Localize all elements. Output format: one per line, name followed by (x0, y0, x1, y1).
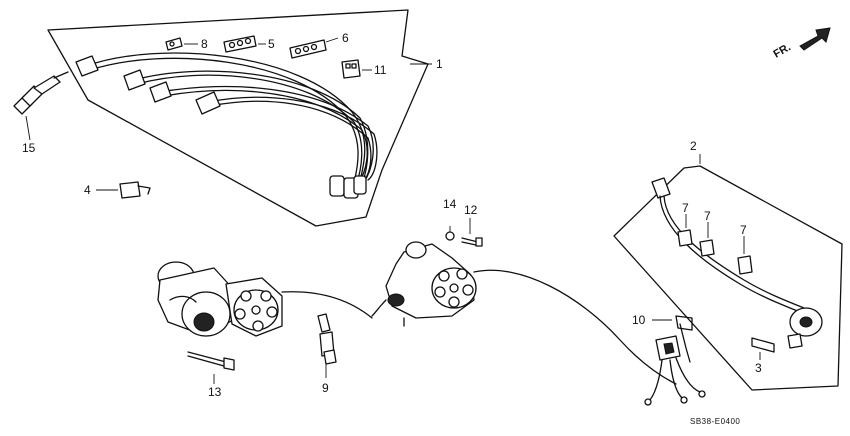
drawing-code: SB38-E0400 (690, 417, 740, 426)
spark-plug-boots (75, 55, 221, 115)
coil-lead-group (613, 154, 843, 391)
direction-label: FR. (772, 41, 793, 60)
wire-set-panel-outline (47, 9, 429, 227)
clip-7c (737, 236, 753, 275)
callout-11: 11 (374, 63, 387, 77)
ignition-wires (85, 52, 378, 191)
wire-clamp (341, 59, 372, 79)
callout-7a: 7 (682, 201, 689, 215)
distributor-a (157, 261, 373, 337)
callout-9: 9 (322, 381, 329, 395)
clip-7a (677, 214, 693, 247)
direction-indicator: FR. (772, 27, 831, 61)
clip-7b (699, 222, 715, 257)
wire-holder-medium (223, 35, 266, 53)
washer (445, 226, 455, 241)
wire-clip (96, 181, 151, 199)
lead-clamp (751, 337, 775, 360)
callout-4: 4 (84, 183, 91, 197)
small-bolt (461, 218, 483, 247)
callout-5: 5 (268, 37, 275, 51)
callout-8: 8 (201, 37, 208, 51)
callout-labels: 1 2 3 4 5 6 7 7 7 8 9 10 11 12 13 14 15 (22, 31, 762, 399)
callout-6: 6 (342, 31, 349, 45)
distributor-b (371, 241, 677, 385)
callout-7b: 7 (704, 209, 711, 223)
wire-holder-small (165, 37, 198, 51)
callout-14: 14 (443, 197, 457, 211)
bolt (187, 351, 235, 384)
callout-15: 15 (22, 141, 36, 155)
spark-plug (13, 71, 69, 141)
arrow-icon (799, 27, 831, 51)
callout-3: 3 (755, 361, 762, 375)
wire-holder-large (289, 37, 339, 59)
callout-13: 13 (208, 385, 222, 399)
callout-1: 1 (436, 57, 443, 71)
callout-2: 2 (690, 139, 697, 153)
condenser (644, 315, 706, 406)
callout-10: 10 (632, 313, 646, 327)
ignition-wire-set-group (47, 9, 432, 227)
callout-12: 12 (464, 203, 478, 217)
coil-lead-panel-outline (613, 165, 843, 391)
distributor-end-boots (329, 175, 367, 199)
callout-7c: 7 (740, 223, 747, 237)
mounting-bracket (317, 313, 337, 378)
